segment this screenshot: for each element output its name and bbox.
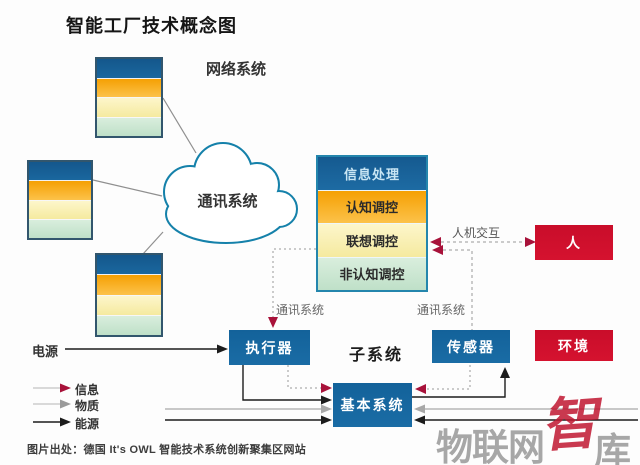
network-node-stack-3 bbox=[95, 253, 163, 337]
power-label: 电源 bbox=[32, 344, 59, 359]
watermark-zhi-calligraphy: 智 bbox=[538, 389, 601, 460]
stack-layer-blue bbox=[29, 162, 91, 181]
stack-layer-blue bbox=[97, 59, 161, 78]
image-source-caption: 图片出处：德国 It's OWL 智能技术系统创新聚集区网站 bbox=[27, 444, 307, 456]
legend-energy-label: 能源 bbox=[75, 417, 100, 431]
associative-control-layer: 联想调控 bbox=[318, 223, 426, 257]
network-node-stack-2 bbox=[27, 160, 93, 240]
sensor-box: 传感器 bbox=[432, 330, 510, 363]
comm-system-label-left: 通讯系统 bbox=[276, 303, 325, 317]
info-processing-stack: 信息处理 认知调控 联想调控 非认知调控 bbox=[316, 155, 428, 292]
environment-box: 环境 bbox=[535, 330, 613, 361]
actuator-to-base-red bbox=[287, 365, 332, 393]
stack-layer-green bbox=[29, 218, 91, 238]
legend-material-label: 物质 bbox=[75, 399, 100, 413]
base-system-box: 基本系统 bbox=[333, 383, 412, 427]
legend-arrows bbox=[33, 383, 71, 427]
actuator-box: 执行器 bbox=[229, 330, 310, 365]
network-system-label: 网络系统 bbox=[206, 61, 267, 78]
hmi-label: 人机交互 bbox=[452, 226, 501, 240]
stack-layer-blue bbox=[97, 255, 161, 275]
stack-layer-yellow bbox=[97, 97, 161, 117]
stack-layer-orange bbox=[97, 274, 161, 295]
subsystem-label: 子系统 bbox=[349, 347, 404, 364]
info-processing-header: 信息处理 bbox=[318, 157, 426, 190]
page-title: 智能工厂技术概念图 bbox=[66, 16, 237, 36]
actuator-to-base-black bbox=[242, 365, 332, 405]
base-to-sensor-black bbox=[412, 367, 510, 398]
stack-layer-green bbox=[97, 116, 161, 136]
stack-layer-orange bbox=[97, 77, 161, 97]
stack-layer-green bbox=[97, 314, 161, 335]
comm-system-label-right: 通讯系统 bbox=[417, 303, 466, 317]
stack-layer-yellow bbox=[97, 294, 161, 315]
watermark-ku: 库 bbox=[594, 431, 631, 465]
cognitive-control-layer: 认知调控 bbox=[318, 189, 426, 223]
non-cognitive-control-layer: 非认知调控 bbox=[318, 256, 426, 290]
power-arrow bbox=[65, 344, 228, 354]
stack-layer-orange bbox=[29, 180, 91, 200]
sensor-to-base-red bbox=[415, 365, 471, 394]
human-box: 人 bbox=[535, 225, 613, 260]
comm-system-cloud-label: 通讯系统 bbox=[197, 193, 258, 210]
legend-info-label: 信息 bbox=[75, 383, 100, 397]
network-node-stack-1 bbox=[95, 57, 163, 138]
stack-layer-yellow bbox=[29, 199, 91, 219]
watermark-iot: 物联网 bbox=[436, 427, 545, 465]
